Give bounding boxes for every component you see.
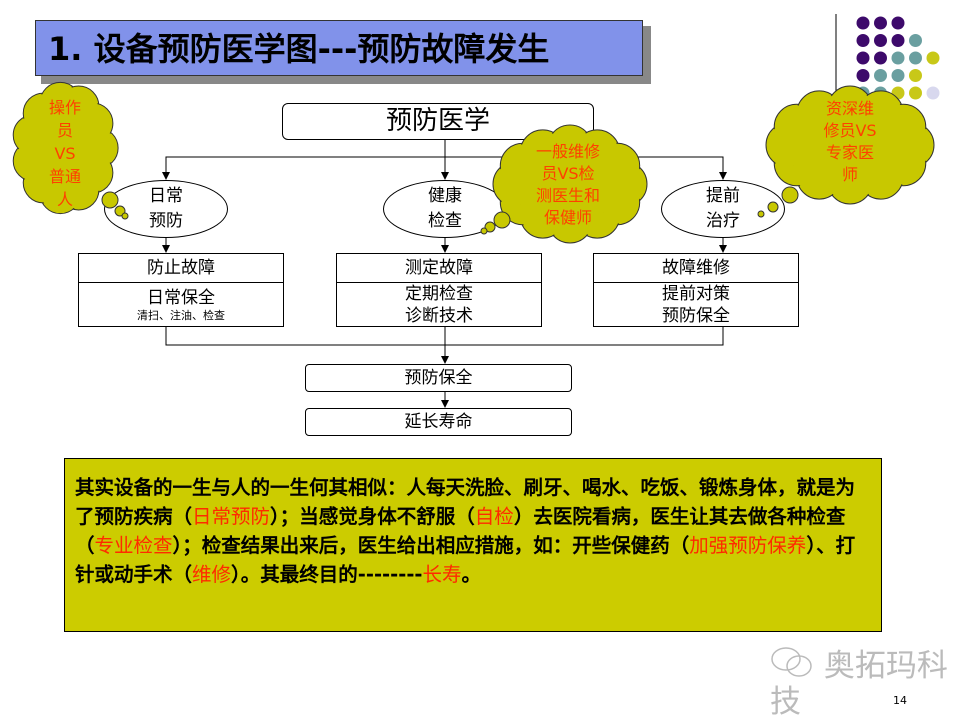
note-text: ）去医院看病，医生让其去做各种检查（ xyxy=(75,505,846,557)
ellipse-line: 日常 xyxy=(149,186,183,206)
cloud-line: 保健师 xyxy=(543,208,592,227)
note-text: ）。其最终目的-------- xyxy=(231,563,423,586)
highlight-text: 长寿 xyxy=(422,563,462,586)
highlight-text: 日常预防 xyxy=(192,505,271,528)
box-line: 提前对策 xyxy=(662,284,730,304)
cloud-shape xyxy=(757,85,935,218)
cloud-line: 修员VS xyxy=(823,121,877,140)
cloud-line: 员VS检 xyxy=(541,164,595,183)
dot xyxy=(856,69,870,82)
highlight-text: 加强预防保养 xyxy=(689,534,807,557)
cloud-shape xyxy=(12,81,129,220)
box-title: 防止故障 xyxy=(79,254,283,283)
cloud-shape xyxy=(480,124,648,244)
dot xyxy=(874,69,887,82)
box-title: 测定故障 xyxy=(337,254,541,283)
note-text: 其实设备的一生与人的一生何其相似：人每天洗脸、刷牙、喝水、吃饭、锻炼身体，就是为… xyxy=(75,476,856,528)
dot xyxy=(926,51,940,65)
dot xyxy=(874,51,887,65)
ellipse-line: 治疗 xyxy=(706,211,740,231)
thought-bubble xyxy=(484,221,496,233)
thought-bubble xyxy=(114,205,126,217)
page-title: 1. 设备预防医学图---预防故障发生 xyxy=(35,20,643,76)
dot xyxy=(909,86,922,100)
dot xyxy=(909,34,922,47)
box-line: 定期检查 xyxy=(405,284,473,304)
dot xyxy=(874,16,887,30)
box-subtext: 清扫、注油、检查 xyxy=(137,309,225,322)
node-extend-life: 延长寿命 xyxy=(305,408,572,436)
note-text: 。 xyxy=(461,563,482,586)
cloud-line: 一般维修 xyxy=(535,142,600,161)
explanation-note: 其实设备的一生与人的一生何其相似：人每天洗脸、刷牙、喝水、吃饭、锻炼身体，就是为… xyxy=(64,458,882,632)
dot xyxy=(926,86,940,100)
thought-bubble xyxy=(101,191,119,209)
thought-bubble xyxy=(781,186,799,204)
note-text: ）；当感觉身体不舒服（ xyxy=(270,505,475,528)
dot xyxy=(856,16,870,30)
cloud-line: 员 xyxy=(56,121,73,140)
cloud-general-repairer: 一般维修 员VS检 测医生和 保健师 xyxy=(518,141,618,229)
thought-bubble xyxy=(121,212,129,220)
dot xyxy=(891,34,905,47)
cloud-line: 人 xyxy=(56,190,73,209)
dot xyxy=(909,51,922,65)
dot xyxy=(856,34,870,47)
wechat-icon xyxy=(771,647,812,677)
highlight-text: 专业检查 xyxy=(94,534,173,557)
cloud-line: VS xyxy=(54,144,76,163)
cloud-line: 测医生和 xyxy=(535,186,600,205)
dot xyxy=(856,51,870,65)
cloud-line: 专家医 xyxy=(825,143,874,162)
highlight-text: 自检 xyxy=(474,505,514,528)
box-title: 故障维修 xyxy=(594,254,798,283)
cloud-line: 师 xyxy=(841,165,858,184)
cloud-senior-repairer: 资深维 修员VS 专家医 师 xyxy=(800,98,900,186)
box-line: 诊断技术 xyxy=(405,306,473,326)
node-preventive-maintenance: 预防保全 xyxy=(305,364,572,392)
box-failure-repair: 故障维修 提前对策 预防保全 xyxy=(593,253,799,327)
box-line: 日常保全 xyxy=(147,288,215,308)
dot xyxy=(909,69,922,82)
box-line: 预防保全 xyxy=(662,306,730,326)
watermark-text: 奥拓玛科技 xyxy=(770,648,948,720)
ellipse-line: 健康 xyxy=(428,186,462,206)
ellipse-line: 提前 xyxy=(706,186,740,206)
box-prevent-failure: 防止故障 日常保全 清扫、注油、检查 xyxy=(78,253,284,327)
cloud-line: 资深维 xyxy=(825,99,874,118)
thought-bubble xyxy=(767,201,779,213)
dot xyxy=(891,16,905,30)
thought-bubble xyxy=(757,210,765,218)
note-text: ）、打针或动手术（ xyxy=(75,534,856,586)
highlight-text: 维修 xyxy=(192,563,232,586)
dot xyxy=(891,51,905,65)
box-measure-failure: 测定故障 定期检查 诊断技术 xyxy=(336,253,542,327)
watermark: 奥拓玛科技 xyxy=(770,646,960,720)
dot xyxy=(874,34,887,47)
ellipse-line: 检查 xyxy=(428,211,462,231)
thought-bubble xyxy=(480,227,488,235)
ellipse-line: 预防 xyxy=(149,211,183,231)
ellipse-early-treatment: 提前 治疗 xyxy=(661,180,785,238)
thought-bubble xyxy=(493,211,511,229)
cloud-line: 普通 xyxy=(48,167,81,186)
cloud-operator: 操作 员 VS 普通 人 xyxy=(30,96,100,211)
cloud-line: 操作 xyxy=(48,98,81,117)
page-number: 14 xyxy=(893,694,907,707)
note-text: ）；检查结果出来后，医生给出相应措施，如：开些保健药（ xyxy=(172,534,690,557)
dot xyxy=(891,69,905,82)
